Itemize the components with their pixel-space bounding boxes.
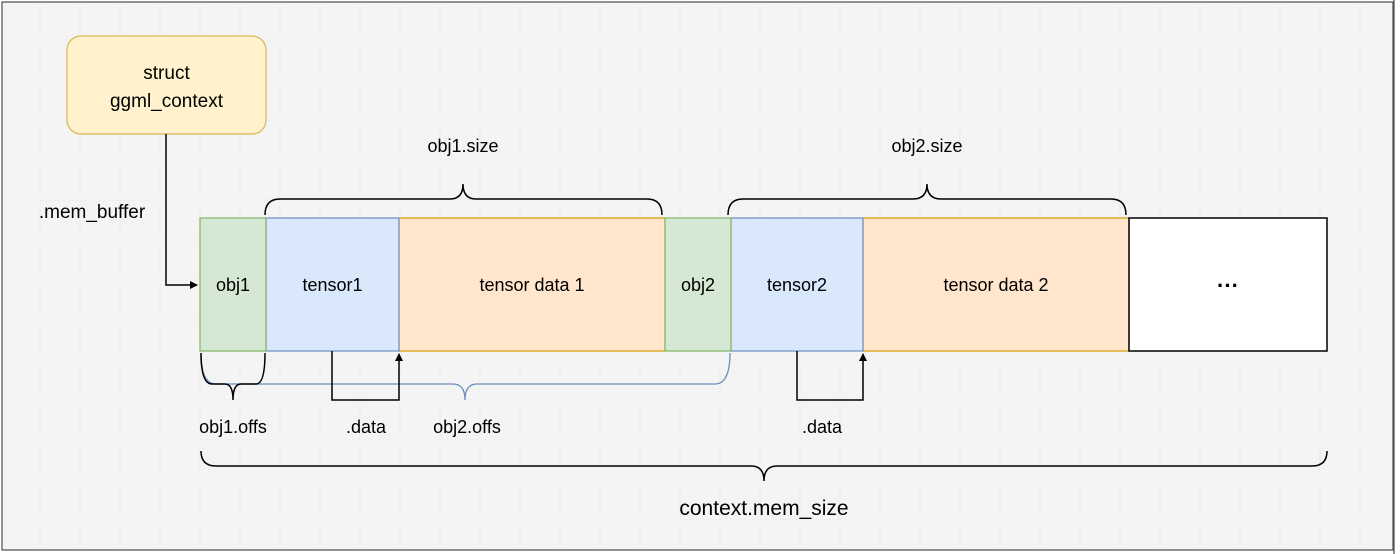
obj2-segment [664,217,732,352]
obj2-label: obj2 [681,275,715,295]
obj2-offs-label: obj2.offs [433,417,501,437]
obj1-size-label: obj1.size [427,136,498,156]
tensor-data-1-segment [398,217,666,352]
tensor2-segment [730,217,864,352]
memory-buffer: obj1 tensor1 tensor data 1 obj2 tensor2 … [199,217,1328,352]
mem-size-label: context.mem_size [679,497,848,520]
obj1-offs-label: obj1.offs [199,417,267,437]
struct-label-line2: ggml_context [110,91,224,112]
tensor-data-2-segment [862,217,1130,352]
tensor-data-2-label: tensor data 2 [943,275,1048,295]
tensor2-label: tensor2 [767,275,827,295]
ellipsis-label: ··· [1217,273,1239,298]
tensor-data-1-label: tensor data 1 [479,275,584,295]
mem-buffer-label: .mem_buffer [39,202,146,223]
obj1-offs-brace [200,352,266,401]
mem-buffer-arrow [165,134,198,289]
obj1-segment [199,217,267,352]
obj1-label: obj1 [216,275,250,295]
tensor1-label: tensor1 [302,275,362,295]
tensor1-segment [265,217,400,352]
obj2-size-brace [727,183,1127,216]
struct-ggml-context-box: struct ggml_context [66,35,267,135]
obj1-size-brace [264,183,663,216]
free-space-segment [1128,217,1328,352]
tensor2-data-arrow [796,351,867,401]
struct-label-line1: struct [143,63,190,84]
tensor1-data-label: .data [346,417,387,437]
tensor1-data-arrow [331,351,403,401]
mem-size-brace [200,450,1328,482]
obj2-size-label: obj2.size [891,136,962,156]
tensor2-data-label: .data [802,417,843,437]
obj2-offs-brace [200,352,731,401]
